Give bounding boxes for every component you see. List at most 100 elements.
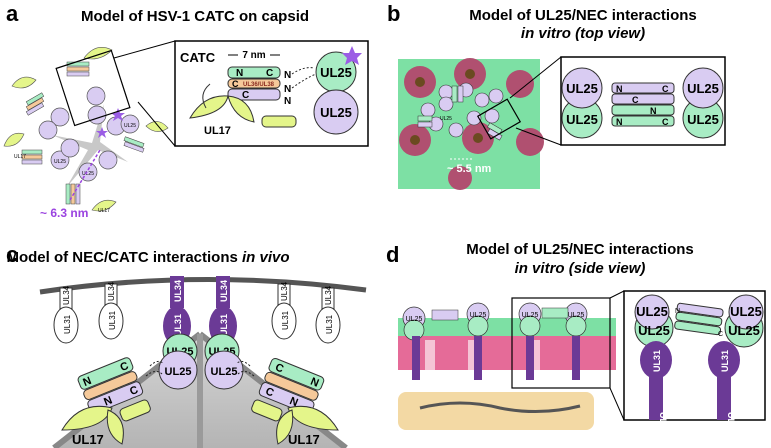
ul25-label: UL25 (687, 81, 719, 96)
side-view-zoom-panel: UL25 UL25 UL25 UL25 N C UL31 UL34 UL31 U… (623, 290, 766, 434)
ul34-label: UL34 (107, 281, 116, 301)
star-icon (96, 127, 108, 138)
catc-bundle-small (21, 149, 43, 165)
panel-c-title: Model of NEC/CATC interactions in vivo (6, 249, 289, 266)
density-green-band (398, 318, 616, 338)
flexible-linker (235, 360, 255, 377)
ul17-label: UL17 (288, 432, 320, 447)
flexible-linker (145, 360, 165, 377)
helix-orange (227, 78, 281, 89)
ul25-label: UL25 (566, 112, 598, 127)
side-view-overlay: UL25 UL25 UL25 UL25 (402, 302, 588, 380)
helix-n-label: N (284, 70, 291, 81)
panel-b-letter: b (387, 1, 400, 26)
helix-n-label: N (236, 68, 243, 79)
helix-c-label: C (662, 117, 669, 127)
ul34-label: UL34 (62, 285, 71, 305)
ul25-small-label: UL25 (82, 171, 94, 177)
ul25-purple-circle (634, 294, 670, 330)
ul17-leaf (61, 405, 113, 431)
nuclear-membrane (39, 276, 367, 295)
panel-b-title-line2: in vitro (top view) (521, 25, 645, 42)
helix-c-label: C (242, 90, 249, 101)
helix-c-label: C (662, 84, 669, 94)
ul31-oval (315, 306, 341, 344)
hexon-density (448, 166, 472, 190)
panel-b: b Model of UL25/NEC interactions in vitr… (387, 1, 726, 190)
zoom-box (511, 297, 611, 389)
ul25-label: UL25 (211, 366, 238, 378)
panel-a-letter: a (6, 1, 19, 26)
zoom-box (55, 49, 131, 127)
ul25-label: UL25 (165, 366, 192, 378)
ul17-leaf-small (3, 132, 25, 147)
zoom-line (509, 56, 562, 99)
ul34-stalk-purple (170, 276, 184, 308)
helix-overlay (417, 85, 503, 141)
ul25-label: UL25 (320, 105, 352, 120)
ul17-leaf-small (83, 47, 113, 60)
zoom-line (515, 127, 562, 146)
panel-d-title-line2: in vitro (side view) (515, 260, 646, 277)
nec-white-right: UL34 UL31 (271, 281, 297, 340)
ul25-label: UL25 (730, 304, 762, 319)
ul17-leaf-small (145, 121, 169, 132)
ul25-small-label: UL25 (54, 159, 66, 165)
helix-purple (611, 93, 675, 105)
ul31-label: UL31 (652, 350, 662, 372)
helix-purple (227, 88, 281, 101)
ul25-nec-zoom-panel: UL25 UL25 UL25 UL25 N C C N C N (560, 56, 726, 146)
ul17-leaf (276, 409, 294, 445)
ul25-small-label: UL25 (124, 123, 136, 129)
density-map-top-view: UL25 ~ 5.5 nm (398, 58, 544, 190)
svg-text:UL25: UL25 (406, 316, 423, 323)
svg-text:UL25: UL25 (470, 312, 487, 319)
star-icon (111, 108, 125, 121)
ul17-helix (251, 399, 283, 422)
ul25-purple-circle (561, 67, 603, 109)
catc-label: CATC (180, 50, 216, 65)
catc-bundle-left: N C N C (77, 357, 144, 414)
ul36-ul38-label: UL36/UL38 (243, 82, 275, 88)
hexon-density (516, 128, 544, 156)
ul25-purple-circle (728, 294, 764, 330)
panel-d-title-line1: Model of UL25/NEC interactions (466, 241, 694, 258)
seven-nm-label: 7 nm (242, 50, 265, 61)
helix-c-label: C (232, 79, 239, 89)
nec-white-left2: UL34 UL31 (98, 281, 124, 340)
ul17-label: UL17 (72, 432, 104, 447)
capsid-overview: UL25 UL25 UL25 (3, 47, 169, 220)
svg-text:N: N (309, 376, 321, 390)
ul25-label: UL25 (638, 323, 670, 338)
ul31-label: UL31 (281, 310, 290, 330)
panel-a-distance: ~ 6.3 nm (40, 206, 88, 220)
ul25-purple-circle (313, 89, 359, 135)
ul31-oval-purple (640, 341, 672, 379)
catc-zoom-panel: CATC 7 nm N C C UL36/UL38 C N N N UL25 U… (174, 40, 369, 147)
ul17-small-label: UL17 (14, 154, 26, 160)
ul34-label: UL34 (173, 280, 183, 302)
catc-bundle-small (66, 61, 90, 77)
ul17-helix (119, 399, 151, 422)
ul17-helix (261, 115, 297, 128)
svg-text:UL25: UL25 (568, 312, 585, 319)
ul31-label: UL31 (108, 310, 117, 330)
panel-c: c Model of NEC/CATC interactions in vivo… (6, 242, 367, 448)
ul34-label: UL34 (726, 412, 736, 434)
ul31-oval-purple (708, 341, 740, 379)
svg-text:C: C (118, 360, 130, 374)
helix-c-label: C (718, 331, 723, 338)
zoom-line (137, 101, 176, 147)
svg-text:C: C (264, 385, 276, 399)
density-tan-layer (398, 392, 594, 430)
ul25-small-label: UL25 (440, 116, 452, 122)
panel-c-title-italic: in vivo (242, 249, 290, 266)
ul25-ring-overlay (420, 82, 504, 138)
ul25-circle (87, 105, 107, 125)
ul31-label: UL31 (219, 314, 229, 336)
helix-n-label: N (650, 106, 657, 116)
helix-c-label: C (266, 68, 273, 79)
ul25-circle (38, 120, 58, 140)
ul31-oval (53, 306, 79, 344)
